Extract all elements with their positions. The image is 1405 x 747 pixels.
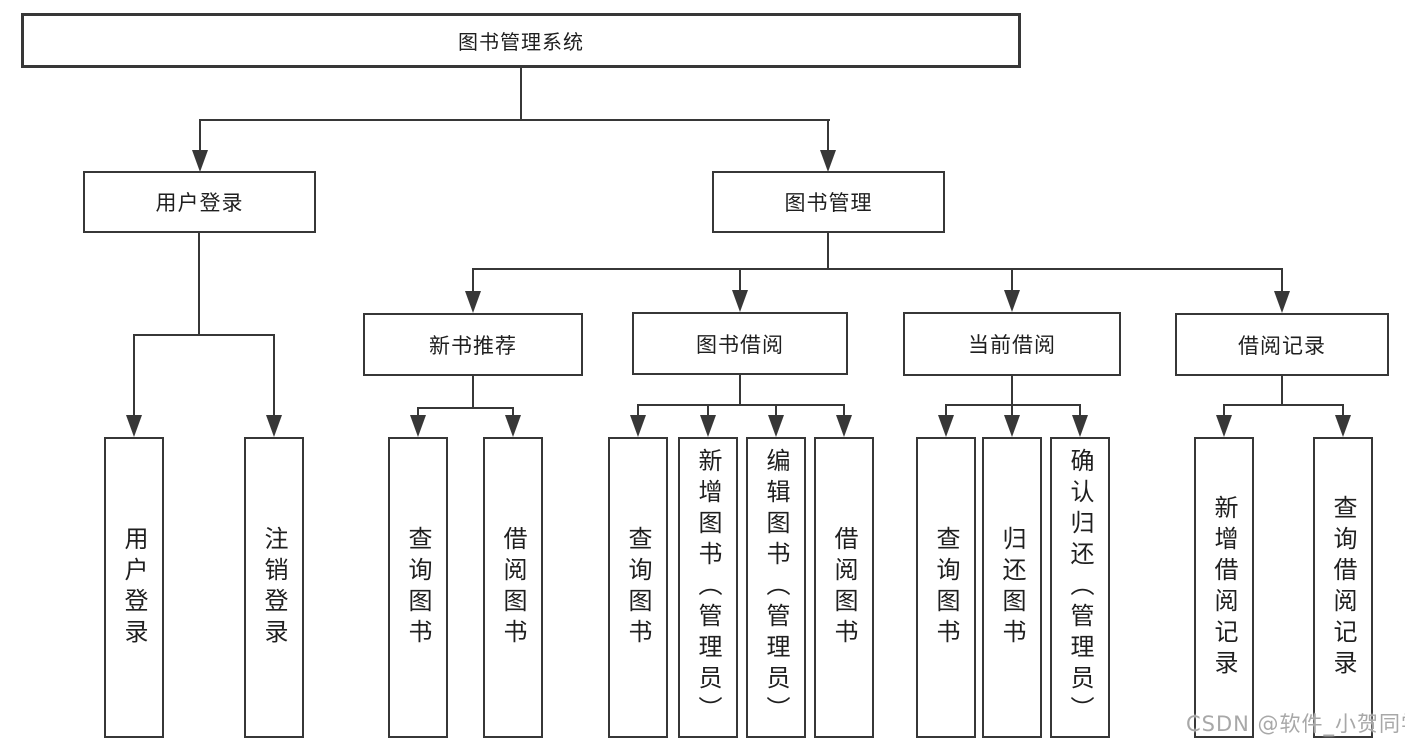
arrowhead-down-icon bbox=[700, 415, 716, 437]
arrowhead-down-icon bbox=[465, 291, 481, 313]
leaf-label: 新增借阅记录 bbox=[1210, 494, 1238, 681]
leaf-return-book: 归还图书 bbox=[982, 437, 1042, 738]
node-book-borrow: 图书借阅 bbox=[632, 312, 848, 375]
connector-vline bbox=[739, 268, 741, 292]
arrowhead-down-icon bbox=[1004, 415, 1020, 437]
connector-vline bbox=[472, 268, 474, 292]
leaf-label: 查询借阅记录 bbox=[1329, 494, 1357, 681]
connector-vline bbox=[1011, 268, 1013, 292]
connector-vline bbox=[273, 334, 275, 416]
leaf-label: 用户登录 bbox=[120, 525, 148, 650]
leaf-query-book-1: 查询图书 bbox=[388, 437, 448, 738]
connector-hline bbox=[637, 404, 845, 406]
leaf-add-borrow-record: 新增借阅记录 bbox=[1194, 437, 1254, 738]
node-user-login-branch: 用户登录 bbox=[83, 171, 316, 233]
arrowhead-down-icon bbox=[410, 415, 426, 437]
connector-vline bbox=[512, 407, 514, 417]
connector-vline bbox=[827, 233, 829, 270]
leaf-borrow-book-1: 借阅图书 bbox=[483, 437, 543, 738]
leaf-label: 编辑图书（管理员） bbox=[762, 448, 790, 727]
connector-vline bbox=[417, 407, 419, 417]
leaf-label: 借阅图书 bbox=[499, 525, 527, 650]
connector-vline bbox=[1011, 376, 1013, 406]
node-book-management-branch: 图书管理 bbox=[712, 171, 945, 233]
connector-vline bbox=[637, 404, 639, 417]
connector-vline bbox=[133, 334, 135, 416]
leaf-label: 注销登录 bbox=[260, 525, 288, 650]
leaf-query-borrow-record: 查询借阅记录 bbox=[1313, 437, 1373, 738]
arrowhead-down-icon bbox=[1274, 291, 1290, 313]
leaf-confirm-return-admin: 确认归还（管理员） bbox=[1050, 437, 1110, 738]
node-current-borrow: 当前借阅 bbox=[903, 312, 1121, 376]
arrowhead-down-icon bbox=[1004, 290, 1020, 312]
arrowhead-down-icon bbox=[836, 415, 852, 437]
connector-vline bbox=[827, 119, 829, 152]
leaf-label: 新增图书（管理员） bbox=[694, 448, 722, 727]
connector-vline bbox=[199, 119, 201, 152]
leaf-label: 确认归还（管理员） bbox=[1066, 448, 1094, 727]
connector-vline bbox=[472, 376, 474, 409]
leaf-label: 查询图书 bbox=[932, 525, 960, 650]
leaf-label: 归还图书 bbox=[998, 525, 1026, 650]
connector-vline bbox=[1342, 404, 1344, 417]
leaf-borrow-book-2: 借阅图书 bbox=[814, 437, 874, 738]
leaf-query-book-2: 查询图书 bbox=[608, 437, 668, 738]
connector-hline bbox=[417, 407, 514, 409]
arrowhead-down-icon bbox=[1072, 415, 1088, 437]
node-label: 图书管理 bbox=[784, 191, 873, 215]
connector-vline bbox=[1281, 268, 1283, 292]
node-new-book-recommend: 新书推荐 bbox=[363, 313, 583, 376]
watermark: CSDN @软件_小贺同学 bbox=[1186, 712, 1405, 736]
connector-vline bbox=[843, 404, 845, 417]
connector-vline bbox=[707, 404, 709, 417]
connector-vline bbox=[1079, 404, 1081, 417]
arrowhead-down-icon bbox=[820, 150, 836, 172]
connector-vline bbox=[1011, 404, 1013, 417]
arrowhead-down-icon bbox=[732, 290, 748, 312]
arrowhead-down-icon bbox=[768, 415, 784, 437]
connector-vline bbox=[775, 404, 777, 417]
connector-hline bbox=[945, 404, 1081, 406]
connector-hline bbox=[133, 334, 275, 336]
connector-hline bbox=[199, 119, 830, 121]
node-root: 图书管理系统 bbox=[21, 13, 1021, 68]
node-label: 借阅记录 bbox=[1238, 333, 1326, 358]
leaf-edit-book-admin: 编辑图书（管理员） bbox=[746, 437, 806, 738]
connector-vline bbox=[198, 233, 200, 336]
arrowhead-down-icon bbox=[1335, 415, 1351, 437]
connector-vline bbox=[739, 375, 741, 406]
arrowhead-down-icon bbox=[266, 415, 282, 437]
leaf-add-book-admin: 新增图书（管理员） bbox=[678, 437, 738, 738]
node-borrow-record: 借阅记录 bbox=[1175, 313, 1389, 376]
leaf-logout: 注销登录 bbox=[244, 437, 304, 738]
arrowhead-down-icon bbox=[938, 415, 954, 437]
arrowhead-down-icon bbox=[630, 415, 646, 437]
leaf-user-login: 用户登录 bbox=[104, 437, 164, 738]
arrowhead-down-icon bbox=[1216, 415, 1232, 437]
node-label: 图书借阅 bbox=[696, 332, 784, 357]
arrowhead-down-icon bbox=[126, 415, 142, 437]
node-label: 当前借阅 bbox=[968, 333, 1056, 357]
connector-vline bbox=[945, 404, 947, 417]
node-label: 用户登录 bbox=[155, 191, 244, 215]
node-root-label: 图书管理系统 bbox=[458, 30, 584, 54]
connector-hline bbox=[472, 268, 1282, 270]
leaf-query-book-3: 查询图书 bbox=[916, 437, 976, 738]
leaf-label: 借阅图书 bbox=[830, 525, 858, 650]
connector-hline bbox=[1223, 404, 1344, 406]
connector-vline bbox=[1281, 376, 1283, 406]
arrowhead-down-icon bbox=[505, 415, 521, 437]
connector-vline bbox=[1223, 404, 1225, 417]
connector-vline bbox=[520, 68, 522, 120]
node-label: 新书推荐 bbox=[429, 333, 517, 358]
leaf-label: 查询图书 bbox=[624, 525, 652, 650]
arrowhead-down-icon bbox=[192, 150, 208, 172]
leaf-label: 查询图书 bbox=[404, 525, 432, 650]
